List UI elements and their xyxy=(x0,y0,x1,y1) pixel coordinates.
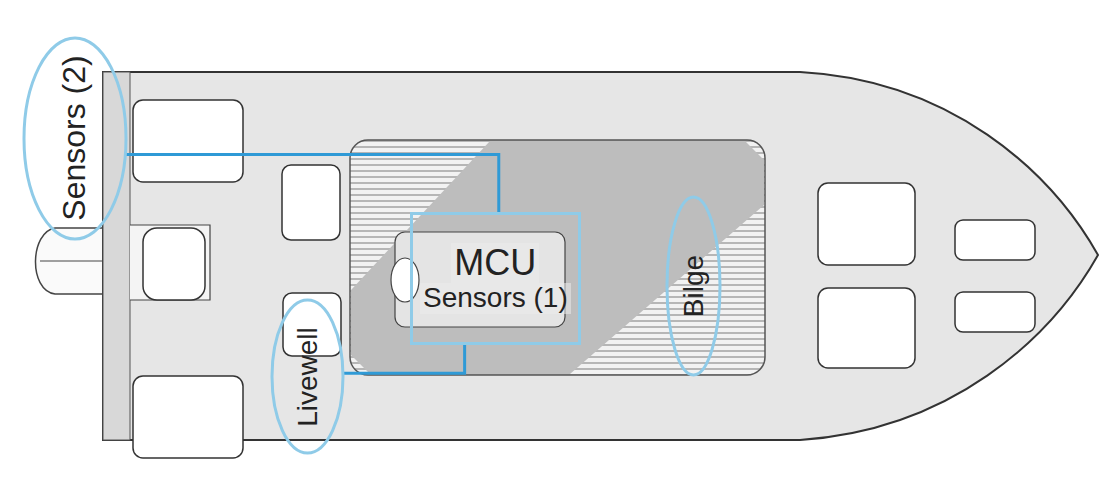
node-label: Sensors (2) xyxy=(57,55,92,220)
node-label: MCU xyxy=(451,243,539,283)
wire-connector xyxy=(344,345,465,373)
node-label: Livewell xyxy=(292,327,323,427)
node-label: Sensors (1) xyxy=(420,283,571,314)
node-label: Bilge xyxy=(678,255,709,317)
console-deck xyxy=(350,140,765,375)
livewell-ellipse: Livewell xyxy=(270,298,345,455)
mcu-box: MCUSensors (1) xyxy=(410,212,581,345)
sensor-ellipse: Sensors (2) xyxy=(22,36,128,241)
hull xyxy=(103,72,1098,440)
wire-connector xyxy=(124,154,499,212)
bilge-ellipse: Bilge xyxy=(665,195,722,377)
